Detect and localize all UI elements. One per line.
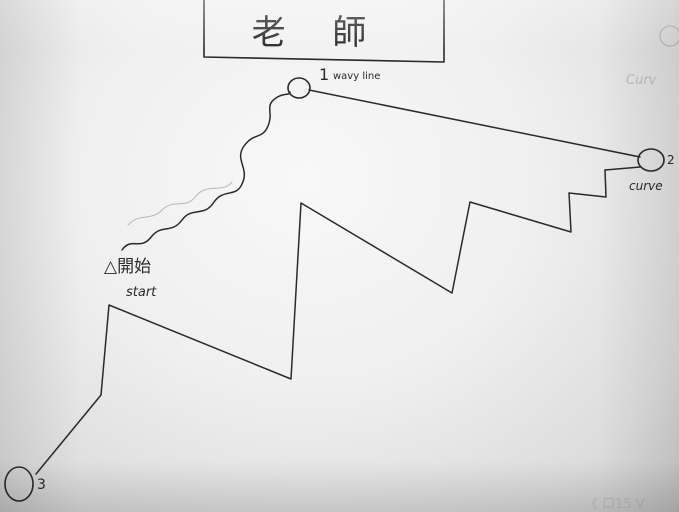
node-1-number: 1 — [319, 65, 329, 84]
ghost-text-top-right: Curv — [626, 73, 657, 88]
node-circle-3 — [4, 466, 34, 502]
node-1-label: wavy line — [333, 71, 380, 82]
node-circle-2 — [637, 148, 665, 172]
node-circle-1 — [287, 77, 311, 99]
start-label-cjk: △開始 — [104, 257, 151, 277]
title-box-text: 老 師 — [252, 13, 385, 53]
straight-line-1-to-2 — [308, 89, 641, 158]
zigzag-line — [35, 166, 641, 475]
start-label-en: start — [126, 285, 157, 300]
node-2-label: curve — [629, 179, 663, 193]
wavy-line — [121, 91, 291, 251]
ghost-text-bottom-right: 《 口15 V — [585, 497, 645, 512]
title-box — [203, 0, 445, 63]
node-3-number: 3 — [37, 477, 46, 493]
node-2-number: 2 — [667, 153, 675, 167]
ghost-circle-top-right — [659, 25, 679, 47]
ghost-wave — [127, 181, 233, 226]
